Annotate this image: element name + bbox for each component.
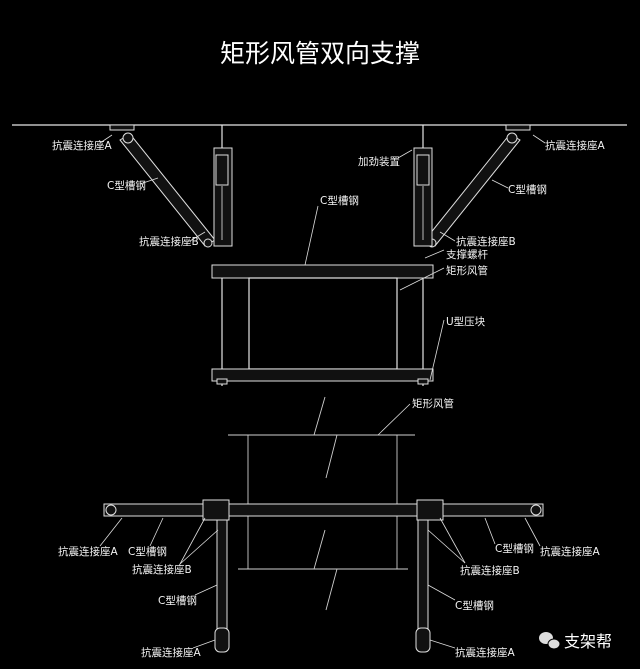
plan-leaders (99, 403, 541, 649)
left-vertical-channel (216, 519, 228, 639)
label-plan-duct: 矩形风管 (412, 397, 454, 410)
watermark: 支架帮 (539, 632, 612, 651)
label-plan-seat-a-left: 抗震连接座A (58, 545, 118, 558)
label-plan-channel-right: C型槽钢 (495, 542, 534, 555)
break-line-top (313, 396, 338, 479)
label-plan-channel-left: C型槽钢 (128, 545, 167, 558)
right-seat-b (416, 499, 444, 521)
break-line-bottom (313, 529, 338, 611)
diagram-title: 矩形风管双向支撑 (220, 39, 420, 68)
plan-view: 矩形风管 抗震连接座A C型槽钢 抗震连接座B C型槽钢 抗震连接座A 抗震连接… (58, 396, 600, 659)
label-plan-seat-b-left: 抗震连接座B (132, 563, 192, 576)
left-seat-b (202, 499, 230, 521)
label-plan-channel-right-vertical: C型槽钢 (455, 599, 494, 612)
horizontal-channel-brace (103, 503, 544, 517)
top-channel-beam (211, 264, 434, 279)
label-plan-seat-a-right-bottom: 抗震连接座A (455, 646, 515, 659)
label-plan-seat-a-right: 抗震连接座A (540, 545, 600, 558)
right-bottom-seat-a (415, 627, 431, 653)
label-u-clamp: U型压块 (446, 315, 486, 328)
duct-plan-outline (228, 396, 415, 611)
label-plan-seat-a-left-bottom: 抗震连接座A (141, 646, 201, 659)
label-seat-b-left: 抗震连接座B (139, 235, 199, 248)
label-plan-seat-b-right: 抗震连接座B (460, 564, 520, 577)
left-u-clamp (216, 378, 228, 385)
right-u-clamp (417, 378, 429, 385)
label-channel-right: C型槽钢 (508, 183, 547, 196)
watermark-text: 支架帮 (564, 632, 612, 651)
left-bottom-seat-a (214, 627, 230, 653)
label-seat-a-right: 抗震连接座A (545, 139, 605, 152)
label-plan-channel-left-vertical: C型槽钢 (158, 594, 197, 607)
label-support-rod: 支撑螺杆 (446, 248, 488, 261)
bottom-channel-beam (211, 368, 434, 382)
right-end-seat (530, 504, 542, 516)
left-hanger (213, 125, 233, 247)
wechat-icon (539, 632, 561, 650)
label-channel-center: C型槽钢 (320, 194, 359, 207)
elevation-leaders (99, 134, 546, 381)
elevation-view: 抗震连接座A 抗震连接座A 加劲装置 C型槽钢 C型槽钢 C型槽钢 抗震连接座B… (12, 124, 627, 386)
label-duct: 矩形风管 (446, 264, 488, 277)
right-vertical-channel (417, 519, 429, 639)
rectangular-duct (248, 277, 398, 370)
right-hanger (413, 125, 433, 247)
label-channel-left: C型槽钢 (107, 179, 146, 192)
left-end-seat (105, 504, 117, 516)
label-stiffener: 加劲装置 (358, 155, 400, 168)
label-seat-a-left: 抗震连接座A (52, 139, 112, 152)
label-seat-b-right: 抗震连接座B (456, 235, 516, 248)
